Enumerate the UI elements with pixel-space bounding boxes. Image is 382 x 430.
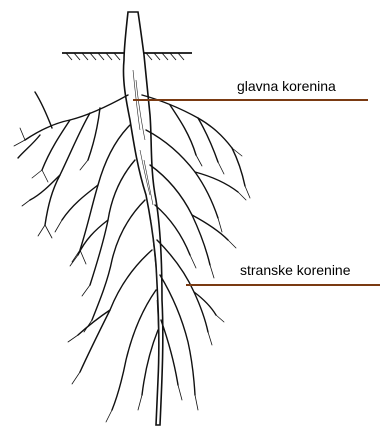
- leader-lines: [133, 100, 380, 285]
- main-root-label: glavna korenina: [237, 78, 336, 94]
- fine-rootlets: [14, 128, 250, 422]
- lateral-roots-label: stranske korenine: [240, 262, 351, 278]
